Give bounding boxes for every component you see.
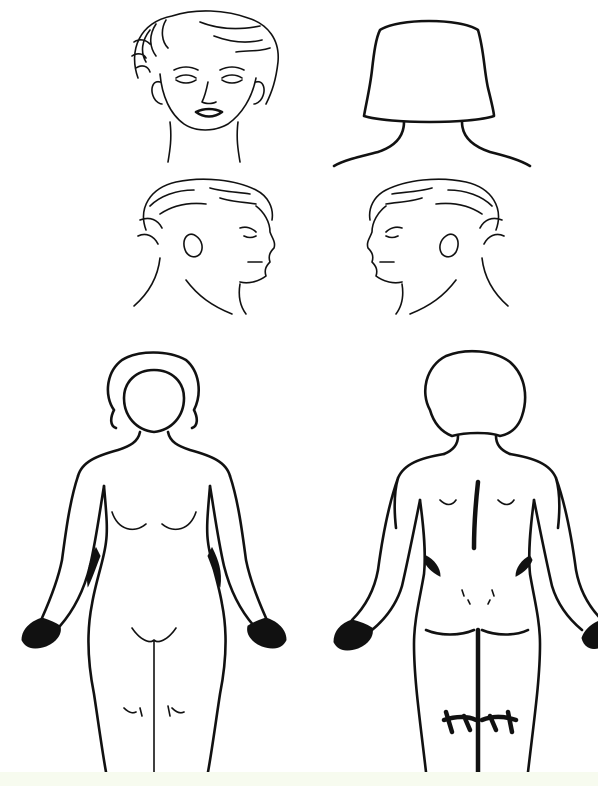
head-right-profile-view [134,179,275,314]
head-right-profile-face [240,206,275,283]
body-back-view [334,351,598,772]
head-left-profile-features [380,227,402,262]
body-front-arms [42,476,266,626]
body-back-left-hand [582,620,598,649]
body-front-chest [112,512,196,529]
head-left-profile-face [367,206,402,283]
body-front-legs [132,628,176,772]
head-left-profile-view [367,179,508,314]
head-back-view [334,21,530,166]
body-back-waist-shade-left [424,556,440,576]
head-front-nose [202,82,216,104]
body-front-right-hand [22,618,60,648]
head-right-profile-neck [134,258,246,314]
head-left-profile-ear [440,234,458,257]
head-front-mouth [196,109,222,117]
body-front-view [22,353,286,773]
head-right-profile-hair [138,179,272,244]
body-front-hip-shade-right [208,548,221,586]
head-left-profile-hair [370,179,504,244]
body-front-hair [108,353,199,429]
head-right-profile-features [240,227,262,262]
body-back-hair [425,351,525,436]
head-left-profile-neck [396,258,508,314]
body-front-face [124,370,184,432]
body-back-spine [474,482,478,772]
head-front-hair [132,11,278,104]
head-front-neck [168,122,240,162]
bottom-band [0,772,598,786]
body-back-neck [444,436,510,454]
head-back-hair-outline [364,21,494,122]
body-back-lower-back [462,590,494,604]
head-front-eyes [174,67,244,83]
head-front-view [132,11,278,162]
head-right-profile-ear [184,234,202,257]
body-back-right-hand [334,620,372,650]
body-front-left-hand [248,618,286,648]
head-back-neck-shoulders [334,122,530,166]
